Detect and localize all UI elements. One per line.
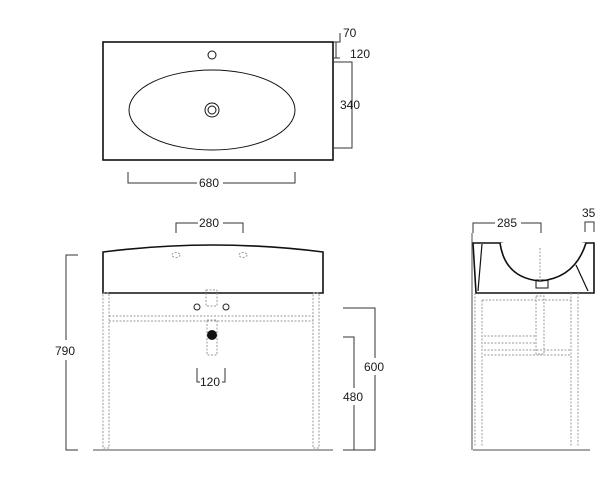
dim-280-label: 280 bbox=[199, 216, 219, 230]
bowl-profile bbox=[499, 242, 587, 282]
basin-outline-top bbox=[102, 41, 334, 161]
valve-left bbox=[193, 303, 201, 311]
leg-right bbox=[312, 292, 320, 449]
trap bbox=[206, 319, 218, 356]
front-view: 280 120 790 600 480 bbox=[55, 216, 384, 451]
dim-600-line bbox=[343, 307, 376, 451]
top-view: 70 120 340 680 bbox=[102, 26, 370, 190]
trap-side bbox=[535, 295, 545, 355]
dim-680-label: 680 bbox=[199, 176, 219, 190]
dim-340-line bbox=[333, 61, 353, 149]
frame-rail bbox=[109, 315, 313, 322]
dim-285-line bbox=[472, 222, 542, 233]
side-view: 285 35 bbox=[471, 206, 596, 451]
dim-480-label: 480 bbox=[343, 390, 363, 404]
wall-outlet bbox=[207, 330, 217, 340]
bowl-oval bbox=[128, 69, 296, 151]
dim-790-line bbox=[65, 254, 78, 451]
dim-790-label: 790 bbox=[55, 344, 75, 358]
dim-120-top-label: 120 bbox=[350, 47, 370, 61]
side-drain bbox=[535, 279, 549, 289]
leg-left bbox=[102, 292, 110, 449]
basin-wall-lines bbox=[477, 243, 589, 292]
dim-70-label: 70 bbox=[343, 26, 357, 40]
tap-hole-left bbox=[171, 252, 181, 258]
dim-35-label: 35 bbox=[582, 206, 596, 220]
tap-hole bbox=[207, 50, 217, 60]
dim-680-line bbox=[127, 172, 296, 184]
dim-120-front-line bbox=[196, 368, 226, 383]
frame-side bbox=[474, 293, 579, 447]
waste-fitting bbox=[205, 289, 218, 307]
basin-front bbox=[102, 244, 324, 294]
drain-outer bbox=[204, 102, 220, 118]
dim-280-line bbox=[175, 222, 244, 233]
valve-right bbox=[222, 303, 230, 311]
dim-70-line bbox=[333, 33, 341, 58]
dim-35-line bbox=[584, 221, 595, 232]
dim-285-label: 285 bbox=[497, 216, 517, 230]
dim-600-label: 600 bbox=[364, 360, 384, 374]
dim-480-line bbox=[343, 336, 355, 450]
dim-340-label: 340 bbox=[340, 98, 360, 112]
dim-120-front-label: 120 bbox=[200, 375, 220, 389]
tap-hole-right bbox=[238, 252, 248, 258]
drain-inner bbox=[207, 105, 217, 115]
